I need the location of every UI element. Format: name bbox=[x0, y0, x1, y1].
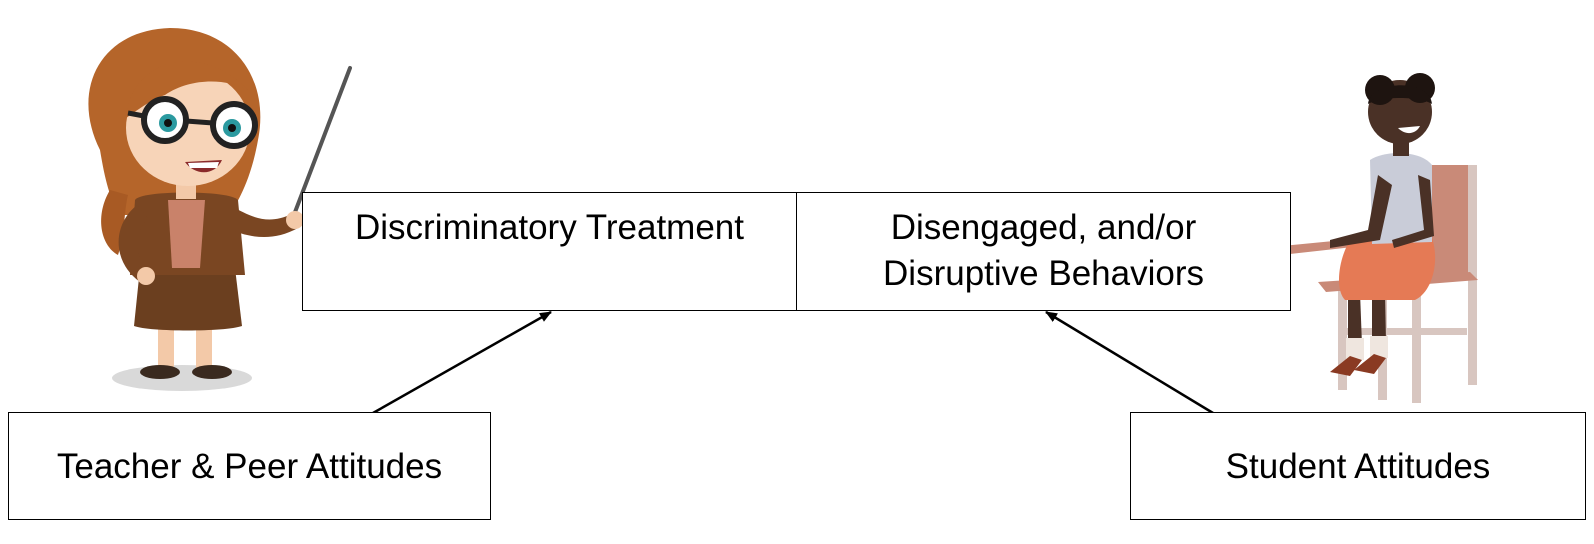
disengaged-behaviors-box: Disengaged, and/or Disruptive Behaviors bbox=[796, 192, 1291, 311]
disengaged-behaviors-line-1: Disengaged, and/or bbox=[890, 208, 1197, 247]
disengaged-behaviors-line-2: Disruptive Behaviors bbox=[883, 254, 1204, 293]
student-attitudes-box: Student Attitudes bbox=[1130, 412, 1586, 520]
teacher-peer-attitudes-label: Teacher & Peer Attitudes bbox=[56, 447, 443, 486]
teacher-peer-attitudes-box: Teacher & Peer Attitudes bbox=[8, 412, 491, 520]
student-attitudes-label: Student Attitudes bbox=[1225, 447, 1491, 486]
arrow-attitudes-to-treatment bbox=[372, 310, 552, 415]
discriminatory-treatment-box: Discriminatory Treatment bbox=[302, 192, 797, 311]
arrow-student-to-behaviors bbox=[1045, 310, 1214, 415]
teacher-illustration bbox=[88, 28, 352, 391]
student-illustration bbox=[1282, 73, 1478, 403]
discriminatory-treatment-label: Discriminatory Treatment bbox=[355, 208, 744, 247]
